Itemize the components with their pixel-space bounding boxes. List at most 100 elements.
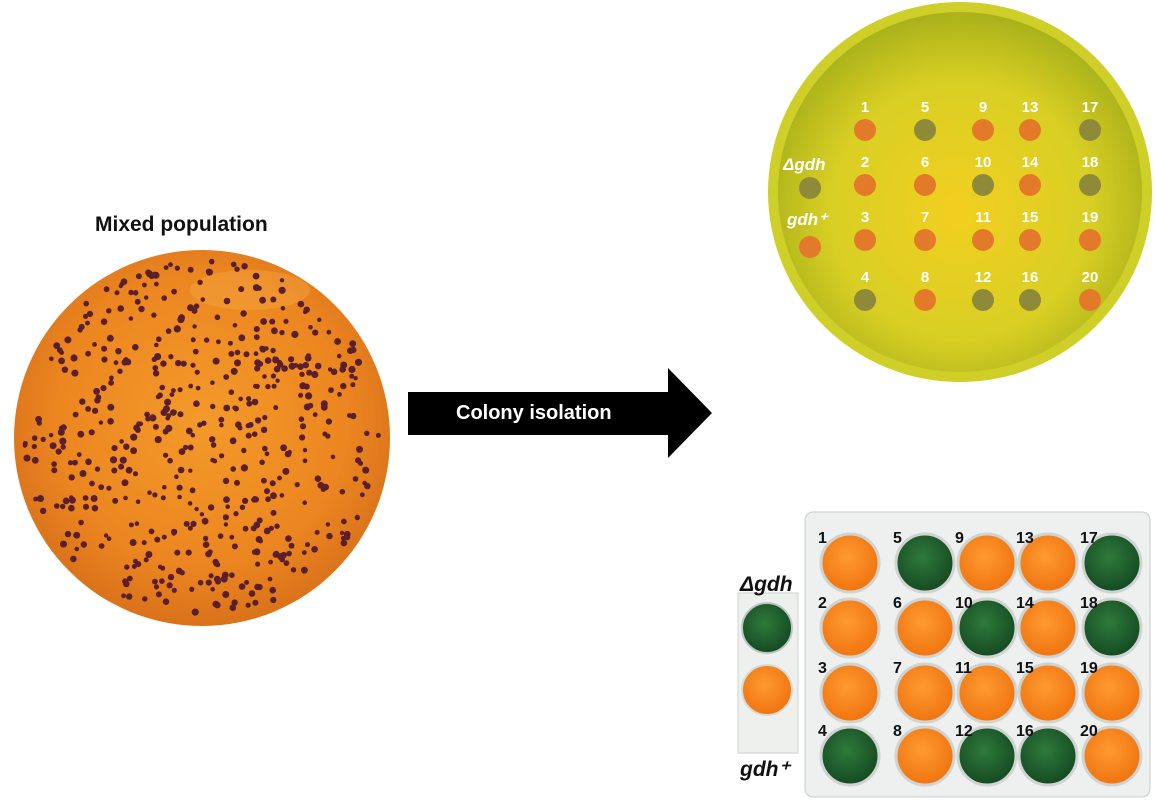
colony [336,353,342,359]
agar-spot-10 [972,174,994,196]
colony [160,565,166,571]
colony [229,572,235,578]
well-4 [819,725,881,787]
colony [317,317,322,322]
colony [62,497,70,505]
colony [232,405,237,411]
agar-spot-label-11: 11 [975,209,991,226]
colony [306,369,313,376]
colony [126,593,133,600]
colony [205,579,212,586]
colony [159,384,165,391]
well-13 [1017,532,1079,594]
colony [269,318,276,325]
well-label-18: 18 [1080,595,1098,612]
colony [253,351,259,357]
agar-spot-3 [854,229,876,251]
colony [197,579,204,586]
colony [159,578,165,584]
colony [54,503,60,509]
colony [194,369,200,375]
colony [123,580,130,588]
colony [114,290,120,296]
colony [31,443,37,450]
colony [124,564,130,570]
colony [187,304,194,312]
colony [130,433,138,441]
colony [194,506,199,512]
colony [294,482,300,488]
colony [61,366,69,373]
colony [252,496,259,503]
colony [83,300,89,307]
well-label-5: 5 [893,530,902,547]
colony [299,434,306,441]
colony [187,501,193,506]
colony [89,480,95,487]
colony [80,541,88,548]
colony [183,520,190,527]
colony [275,378,280,383]
agar-spots [854,119,1101,311]
colony [271,383,277,389]
colony [130,447,138,455]
well-6 [894,597,956,659]
well-19 [1081,662,1143,724]
colony [268,525,274,531]
well-label-19: 19 [1080,660,1098,677]
colony [142,282,147,288]
colony [230,466,236,472]
colony [326,532,333,540]
colony [339,488,346,495]
agar-spot-label-4: 4 [861,269,870,286]
colony [256,517,263,524]
colony [192,348,199,355]
well-label-2: 2 [818,595,827,612]
well-10 [956,597,1018,659]
colony [330,368,338,376]
colony [174,549,181,556]
colony [160,360,167,367]
colony [197,279,203,285]
colony [163,265,169,270]
colony [265,496,271,503]
colony [103,286,110,293]
colony [219,422,224,428]
colony [142,596,148,602]
colony [145,269,152,276]
colony [242,525,249,532]
colony [108,379,114,386]
colony [253,334,260,340]
colony [193,609,199,615]
colony [152,492,158,498]
colony [278,286,286,294]
colony [103,533,109,538]
colony [189,586,195,592]
colony [352,476,359,482]
colony [135,273,142,280]
colony [64,530,72,538]
colony [269,480,276,487]
colony [149,414,157,422]
colony [280,444,287,452]
colony [268,559,273,565]
colony [112,497,119,504]
colony [307,403,313,409]
colony [115,348,122,355]
colony [261,477,267,484]
well-3 [819,662,881,724]
colony [254,417,262,424]
colony [22,441,28,446]
colony [154,536,161,543]
colony [37,495,44,502]
colony [100,385,107,392]
colony [70,354,78,362]
colony [311,546,318,553]
colony [92,342,97,347]
colony [144,411,150,418]
colony [347,413,352,418]
colony [118,463,125,470]
colony [177,411,184,418]
colony [213,560,220,567]
